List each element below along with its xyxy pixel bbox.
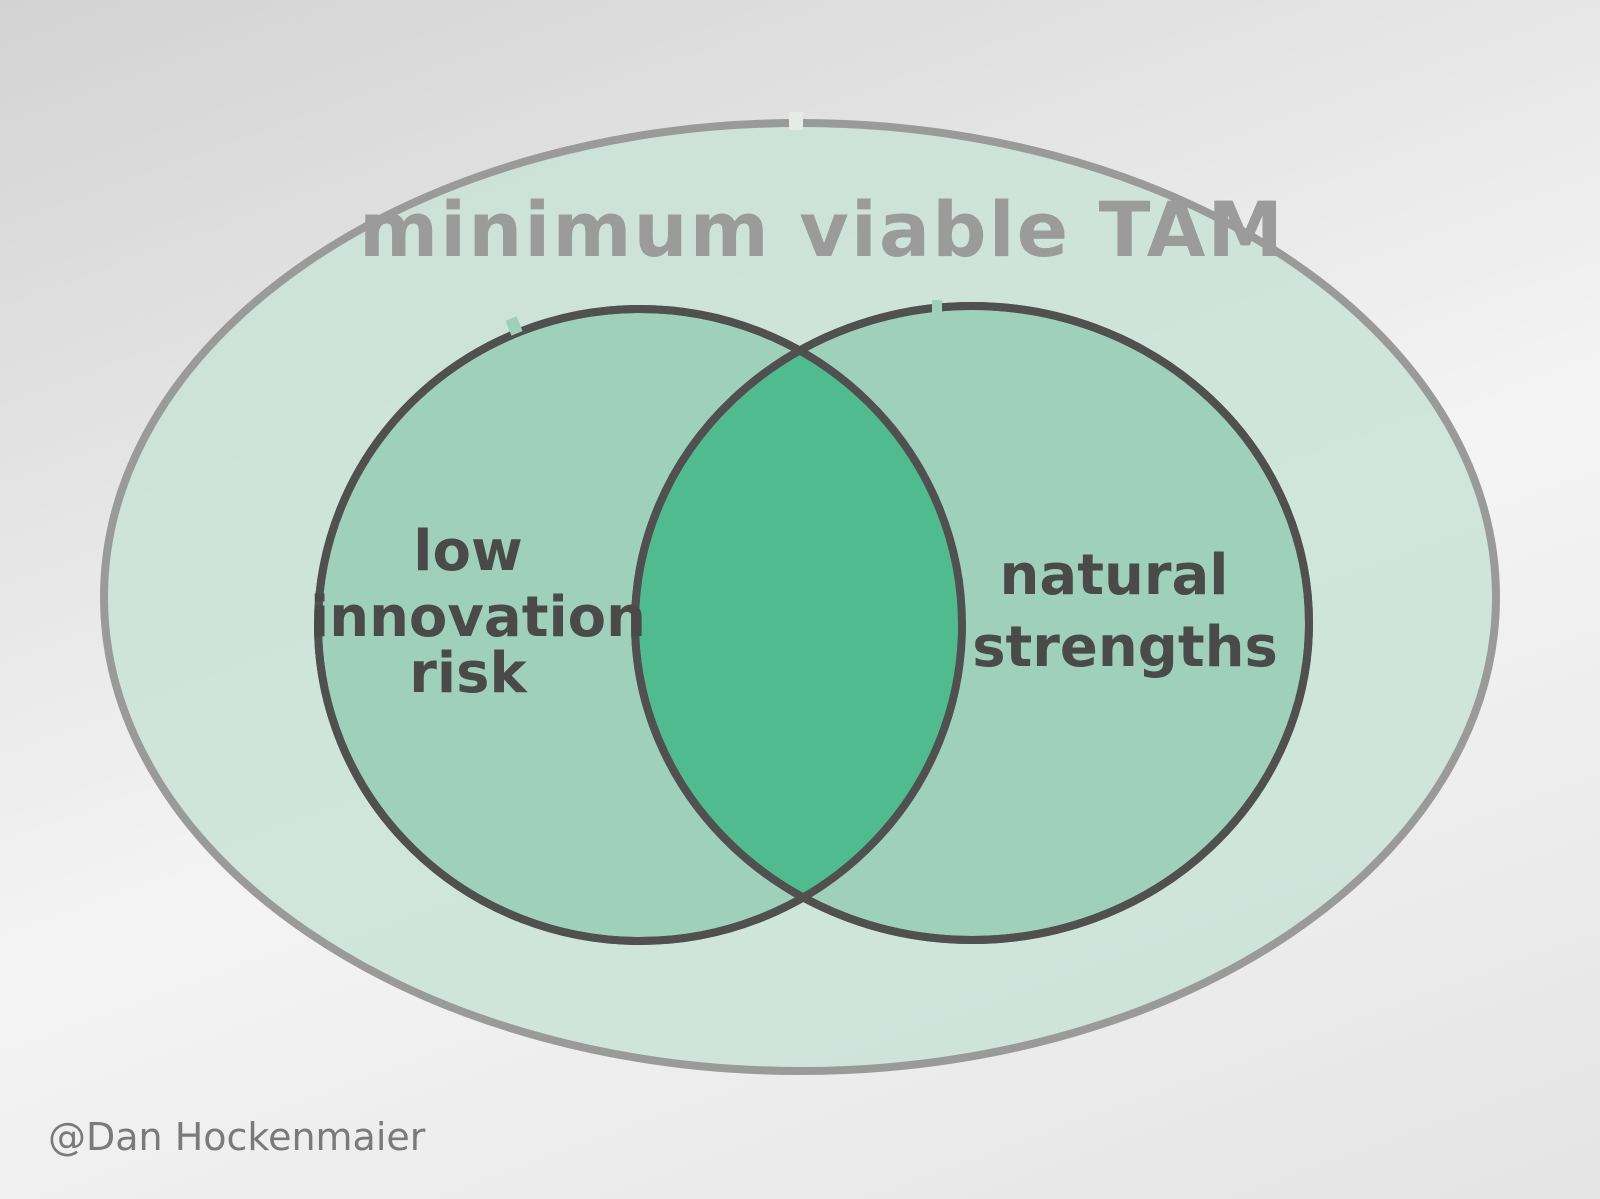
left-circle-label-line-1: low: [413, 519, 522, 584]
outer-tam-label: minimum viable TAM: [359, 185, 1285, 274]
author-credit: @Dan Hockenmaier: [48, 1115, 426, 1159]
right-circle-outline: [631, 302, 1313, 944]
left-circle-label-line-3: risk: [409, 641, 528, 706]
left-circle-outline: [314, 305, 966, 945]
right-circle-label-line-2: strengths: [972, 615, 1278, 680]
right-circle-gap: [932, 300, 942, 316]
outer-ellipse-gap: [789, 112, 803, 130]
left-circle-gap: [505, 316, 523, 336]
left-circle-label-line-2: innovation: [310, 585, 646, 650]
right-circle-label-line-1: natural: [1000, 543, 1229, 608]
overlap-region: [639, 310, 962, 936]
